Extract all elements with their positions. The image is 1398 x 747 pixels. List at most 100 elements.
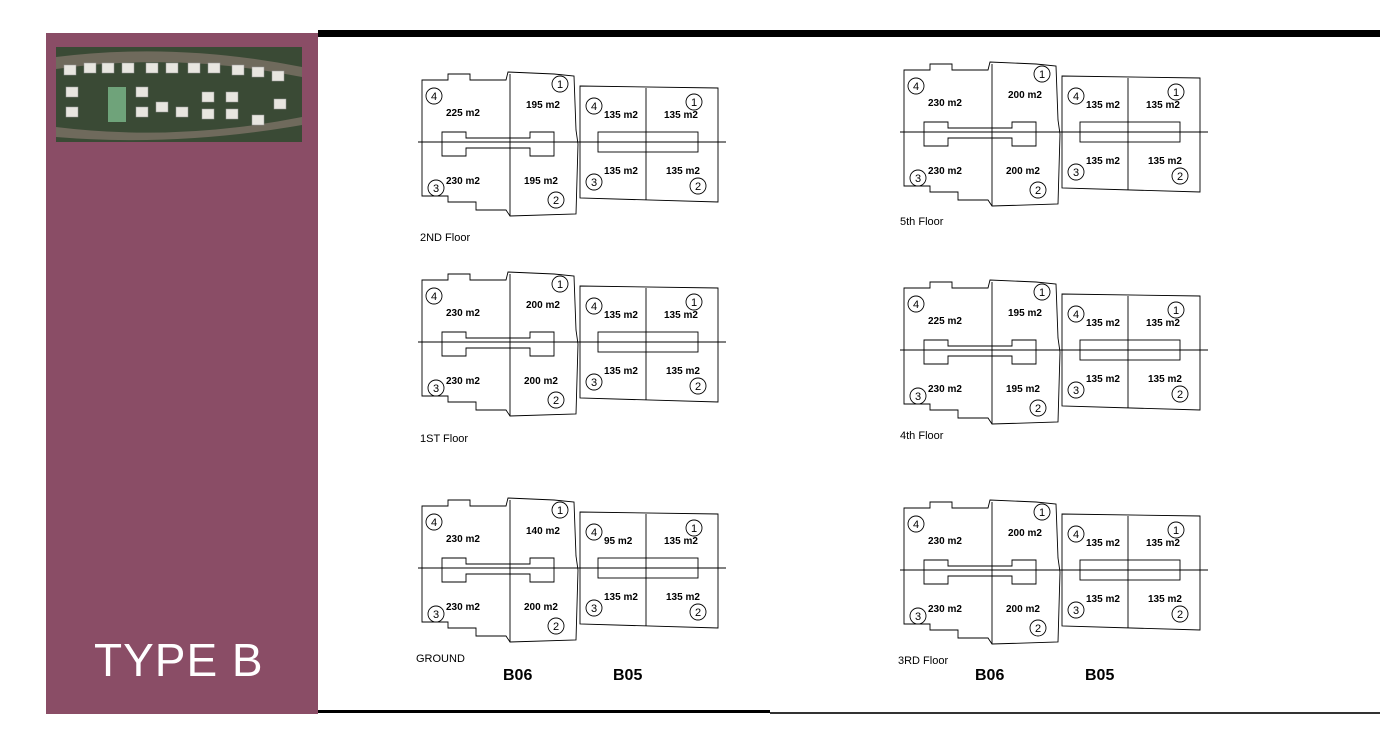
unit-number: 1	[691, 297, 697, 309]
unit-number-circle	[551, 75, 569, 93]
unit-number: 4	[591, 101, 597, 113]
building-b05-outline	[579, 511, 719, 629]
unit-number-circle	[909, 607, 927, 625]
unit-number: 3	[1073, 385, 1079, 397]
unit-number-circle	[425, 87, 443, 105]
unit-number: 3	[591, 603, 597, 615]
unit-number: 3	[915, 391, 921, 403]
b05-interior-walls	[580, 288, 718, 400]
unit-number: 2	[1035, 185, 1041, 197]
building-b06-outline	[903, 279, 1061, 425]
unit-area: 135 m2	[666, 166, 700, 177]
unit-number: 1	[691, 97, 697, 109]
unit-number: 4	[1073, 309, 1079, 321]
unit-number-circle	[427, 379, 445, 397]
building-label-b06-right: B06	[975, 667, 1005, 684]
unit-area: 135 m2	[1086, 318, 1120, 329]
unit-number-circle	[585, 599, 603, 617]
unit-number-circle	[907, 295, 925, 313]
unit-number-circle	[1067, 381, 1085, 399]
unit-number: 4	[913, 519, 919, 531]
building-label-b06-left: B06	[503, 667, 533, 684]
unit-area: 225 m2	[928, 316, 962, 327]
unit-number-circle	[1167, 301, 1185, 319]
unit-area: 230 m2	[446, 602, 480, 613]
b05-interior-walls	[1062, 516, 1200, 628]
b06-interior-walls	[904, 282, 1060, 424]
unit-number-circle	[1067, 87, 1085, 105]
bottom-rule-left	[318, 710, 770, 713]
b06-core	[441, 331, 555, 357]
unit-area: 135 m2	[1148, 374, 1182, 385]
unit-number: 3	[915, 611, 921, 623]
unit-area: 200 m2	[524, 602, 558, 613]
unit-number-circle	[1033, 65, 1051, 83]
unit-area: 135 m2	[1146, 318, 1180, 329]
unit-number: 3	[1073, 167, 1079, 179]
unit-area: 135 m2	[1148, 156, 1182, 167]
unit-area: 135 m2	[1086, 374, 1120, 385]
unit-number-circle	[547, 391, 565, 409]
unit-area: 230 m2	[446, 534, 480, 545]
unit-area: 195 m2	[526, 100, 560, 111]
unit-area: 200 m2	[524, 376, 558, 387]
unit-number: 3	[433, 383, 439, 395]
unit-number: 1	[1039, 287, 1045, 299]
unit-area: 135 m2	[1086, 100, 1120, 111]
unit-area: 135 m2	[604, 166, 638, 177]
unit-area: 135 m2	[1146, 100, 1180, 111]
unit-area: 135 m2	[1148, 594, 1182, 605]
b05-interior-walls	[1062, 78, 1200, 190]
unit-number: 2	[553, 395, 559, 407]
unit-number: 1	[557, 279, 563, 291]
unit-number-circle	[1029, 181, 1047, 199]
unit-number: 3	[1073, 605, 1079, 617]
unit-number: 2	[695, 381, 701, 393]
unit-area: 200 m2	[1008, 90, 1042, 101]
unit-area: 135 m2	[604, 110, 638, 121]
unit-area: 195 m2	[524, 176, 558, 187]
unit-number: 4	[431, 517, 437, 529]
unit-number: 3	[433, 183, 439, 195]
floor-caption-3rd: 3RD Floor	[898, 655, 949, 667]
unit-number-circle	[1067, 163, 1085, 181]
unit-number: 4	[913, 299, 919, 311]
unit-area: 135 m2	[604, 310, 638, 321]
unit-area: 230 m2	[928, 384, 962, 395]
unit-area: 135 m2	[1086, 538, 1120, 549]
unit-area: 135 m2	[1086, 156, 1120, 167]
floor-caption-4th: 4th Floor	[900, 430, 944, 442]
unit-number: 4	[591, 527, 597, 539]
unit-number: 3	[591, 377, 597, 389]
unit-number: 2	[553, 195, 559, 207]
building-b06-outline	[903, 61, 1061, 207]
building-b05-outline	[579, 285, 719, 403]
floor-caption-1st: 1ST Floor	[420, 433, 469, 445]
b06-core	[441, 557, 555, 583]
b05-core	[597, 331, 699, 353]
b05-core	[1079, 559, 1181, 581]
unit-number-circle	[551, 275, 569, 293]
unit-number-circle	[909, 169, 927, 187]
unit-area: 230 m2	[928, 536, 962, 547]
unit-number-circle	[1171, 605, 1189, 623]
unit-number: 3	[433, 609, 439, 621]
unit-area: 200 m2	[526, 300, 560, 311]
unit-number: 1	[691, 523, 697, 535]
unit-number-circle	[1067, 305, 1085, 323]
unit-area: 135 m2	[664, 536, 698, 547]
floor-caption-5th: 5th Floor	[900, 216, 944, 228]
unit-number-circle	[585, 173, 603, 191]
unit-number: 1	[1039, 507, 1045, 519]
unit-area: 230 m2	[928, 98, 962, 109]
building-b06-outline	[421, 271, 579, 417]
unit-number: 2	[1035, 403, 1041, 415]
unit-number-circle	[1067, 601, 1085, 619]
building-b05-outline	[1061, 75, 1201, 193]
unit-area: 200 m2	[1006, 604, 1040, 615]
floor-caption-ground: GROUND	[416, 653, 465, 665]
